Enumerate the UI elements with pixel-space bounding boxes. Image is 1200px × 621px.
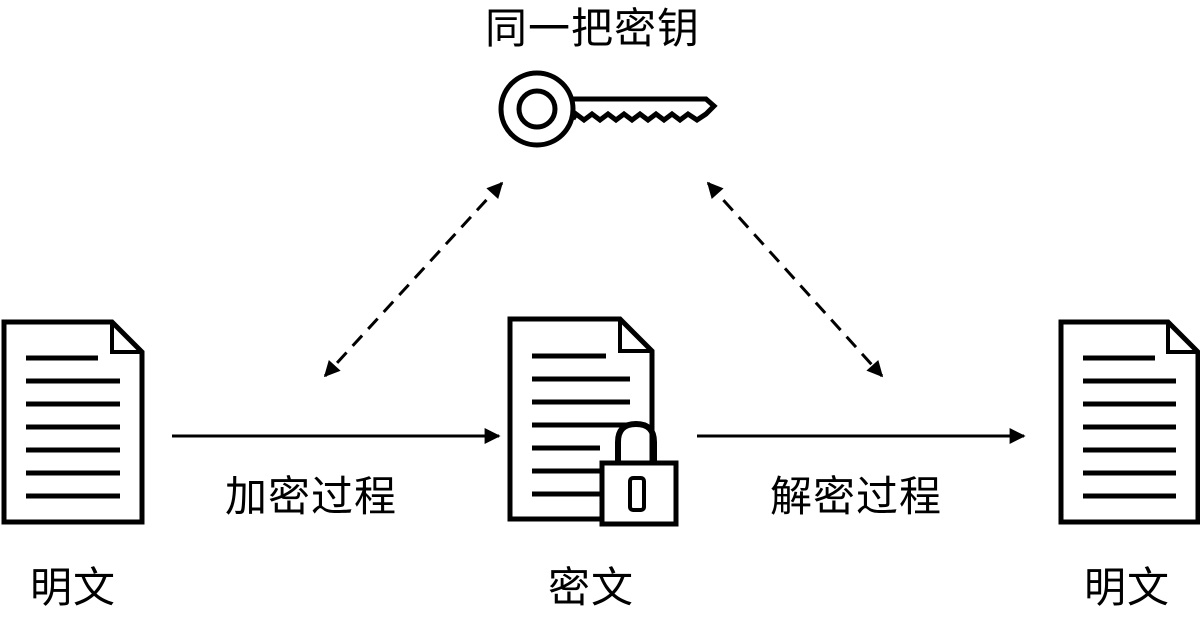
ciphertext-label: 密文: [548, 563, 635, 612]
document-icon-plaintext-right: [1058, 319, 1200, 525]
padlock-icon: [599, 420, 679, 527]
key-to-decryption-arrow: [706, 181, 884, 378]
plaintext-left-label: 明文: [30, 563, 117, 612]
key-icon: [498, 70, 718, 148]
plaintext-right-label: 明文: [1084, 563, 1171, 612]
key-to-encryption-arrow: [323, 181, 504, 378]
key-label: 同一把密钥: [485, 4, 701, 53]
decryption-process-label: 解密过程: [770, 472, 943, 521]
document-icon-plaintext-left: [1, 319, 145, 525]
encryption-process-label: 加密过程: [225, 472, 398, 521]
